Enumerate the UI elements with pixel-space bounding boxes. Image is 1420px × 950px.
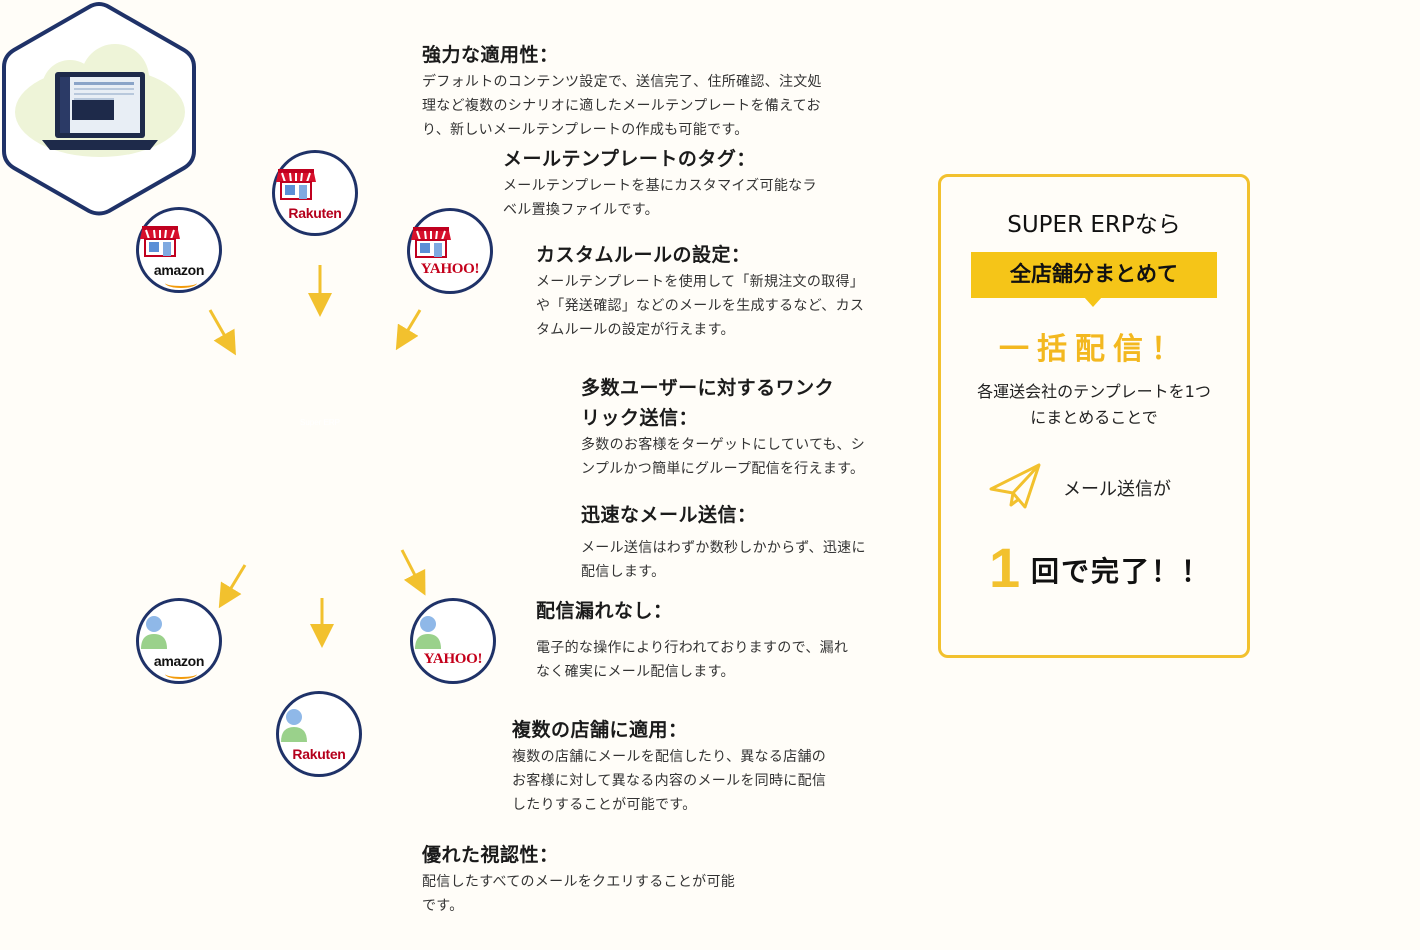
arrow-amazon-out — [218, 564, 247, 609]
feature-title-cont: リック送信： — [581, 407, 699, 429]
feature-no-miss: 配信漏れなし： 電子的な操作により行われておりますので、漏れ なく確実にメール配… — [536, 596, 848, 684]
feature-line: 多数のお客様をターゲットにしていても、シ — [581, 437, 866, 453]
feature-title: 優れた視認性： — [422, 844, 559, 866]
feature-line: です。 — [422, 898, 464, 914]
summary-title: SUPER ERPなら — [1007, 212, 1181, 238]
summary-banner: 全店舗分まとめて — [971, 252, 1217, 298]
store-amazon-top: amazon — [136, 207, 222, 293]
arrow-yahoo-in — [395, 309, 422, 351]
feature-line: や「発送確認」などのメールを生成するなど、カス — [536, 298, 865, 314]
store-label: Rakuten — [288, 205, 342, 221]
summary-mail-text: メール送信が — [1063, 479, 1171, 500]
feature-template-tags: メールテンプレートのタグ： メールテンプレートを基にカスタマイズ可能なラ ベル置… — [503, 144, 817, 222]
feature-line: したりすることが可能です。 — [512, 797, 697, 813]
arrow-yahoo-out — [400, 549, 426, 596]
feature-line: ンプルかつ簡単にグループ配信を行えます。 — [581, 461, 865, 477]
feature-title: 強力な適用性： — [422, 44, 559, 66]
laptop-icon — [42, 72, 158, 150]
store-yahoo-top: YAHOO! — [407, 208, 493, 294]
erp-hexagon — [1, 1, 196, 216]
feature-line: ベル置換ファイルです。 — [503, 202, 659, 218]
paper-plane-icon — [989, 463, 1041, 509]
feature-line: メールテンプレートを使用して「新規注文の取得」 — [536, 274, 865, 290]
summary-note: 各運送会社のテンプレートを1つ にまとめることで — [955, 379, 1233, 431]
store-label: amazon — [153, 262, 205, 278]
feature-line: り、新しいメールテンプレートの作成も可能です。 — [422, 122, 749, 138]
feature-line: なく確実にメール配信します。 — [536, 664, 735, 680]
feature-line: メールテンプレートを基にカスタマイズ可能なラ — [503, 178, 817, 194]
feature-title: カスタムルールの設定： — [536, 244, 751, 266]
feature-title: 複数の店舗に適用： — [512, 719, 688, 741]
feature-applicability: 強力な適用性： デフォルトのコンテンツ設定で、送信完了、住所確認、注文処 理など… — [422, 40, 822, 142]
distribution-diagram: Super ERP amazon — [0, 0, 560, 950]
customer-rakuten: Rakuten — [276, 691, 362, 777]
arrow-amazon-in — [208, 309, 236, 356]
summary-done: 回で完了！！ — [1031, 555, 1212, 588]
store-label: YAHOO! — [423, 651, 483, 667]
feature-line: 配信したすべてのメールをクエリすることが可能 — [422, 874, 736, 890]
diagram-arrows — [208, 265, 426, 648]
feature-line: 理など複数のシナリオに適したメールテンプレートを備えてお — [422, 98, 821, 114]
feature-line: 配信します。 — [581, 564, 666, 580]
feature-custom-rules: カスタムルールの設定： メールテンプレートを使用して「新規注文の取得」 や「発送… — [536, 240, 864, 342]
store-label: amazon — [153, 653, 205, 669]
feature-line: タムルールの設定が行えます。 — [536, 322, 735, 338]
summary-note-line: にまとめることで — [1030, 408, 1158, 427]
laptop-label: Super ERP — [300, 418, 341, 427]
feature-title: 配信漏れなし： — [536, 600, 673, 622]
store-label: YAHOO! — [420, 261, 480, 277]
feature-line: メール送信はわずか数秒しかからず、迅速に — [581, 540, 866, 556]
feature-line: デフォルトのコンテンツ設定で、送信完了、住所確認、注文処 — [422, 74, 822, 90]
amazon-smile-icon — [165, 669, 197, 679]
customer-yahoo: YAHOO! — [410, 598, 496, 684]
feature-multi-store: 複数の店舗に適用： 複数の店舗にメールを配信したり、異なる店舗の お客様に対して… — [512, 715, 826, 817]
store-rakuten-top: Rakuten — [272, 150, 358, 236]
feature-one-click-send: 多数ユーザーに対するワンク リック送信： 多数のお客様をターゲットにしていても、… — [581, 373, 865, 481]
feature-line: 複数の店舗にメールを配信したり、異なる店舗の — [512, 749, 827, 765]
customer-amazon: amazon — [136, 598, 222, 684]
summary-note-line: 各運送会社のテンプレートを1つ — [977, 382, 1211, 401]
summary-one: 1 — [989, 536, 1021, 599]
feature-line: お客様に対して異なる内容のメールを同時に配信 — [512, 773, 827, 789]
banner-pointer — [1084, 297, 1102, 307]
feature-title: 多数ユーザーに対するワンク — [581, 377, 835, 399]
feature-visibility: 優れた視認性： 配信したすべてのメールをクエリすることが可能 です。 — [422, 840, 735, 918]
amazon-smile-icon — [165, 278, 197, 288]
store-label: Rakuten — [292, 746, 346, 762]
feature-line: 電子的な操作により行われておりますので、漏れ — [536, 640, 849, 656]
feature-title: 迅速なメール送信： — [581, 504, 757, 526]
summary-box: SUPER ERPなら 全店舗分まとめて 一括配信！ 各運送会社のテンプレートを… — [938, 174, 1250, 658]
feature-title: メールテンプレートのタグ： — [503, 148, 756, 170]
feature-fast-send: 迅速なメール送信： メール送信はわずか数秒しかからず、迅速に 配信します。 — [581, 500, 866, 584]
summary-headline: 一括配信！ — [999, 332, 1189, 367]
